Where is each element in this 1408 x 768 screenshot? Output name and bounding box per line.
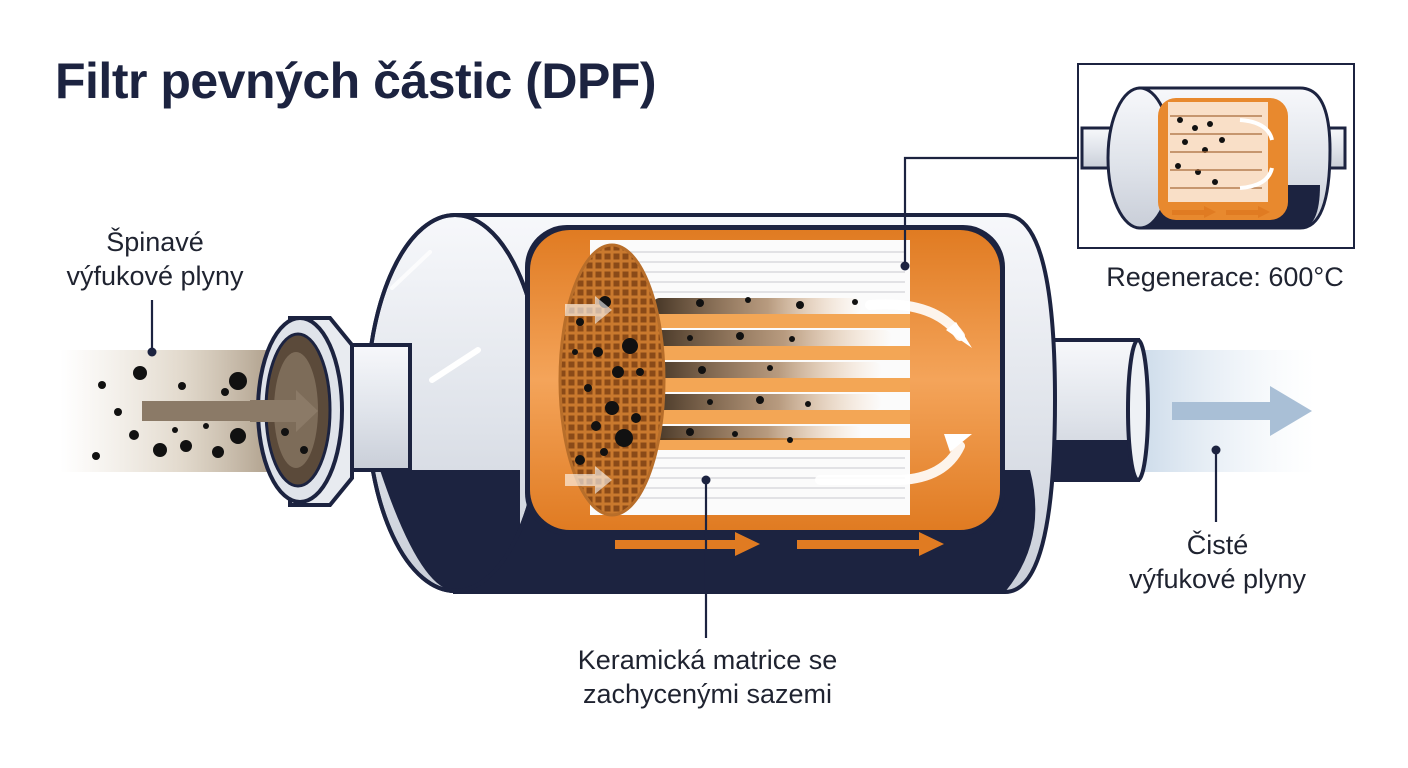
bottom-flow-arrows-outer: [615, 532, 944, 556]
regeneration-label: Regenerace: 600°C: [1106, 262, 1344, 292]
clean-exhaust-stream: [1135, 350, 1315, 472]
clean-gas-label-line2: výfukové plyny: [1128, 564, 1307, 594]
soot-particles-inlet: [92, 366, 247, 460]
dirty-gas-label-line1: Špinavé: [106, 227, 204, 257]
dirty-gas-label: Špinavé výfukové plyny: [30, 225, 280, 293]
inflow-arrows: [565, 296, 612, 494]
inlet-pipe: [250, 316, 412, 507]
cutaway-interior: [525, 225, 1005, 556]
trapped-soot: [572, 296, 858, 465]
ceramic-matrix-label: Keramická matrice se zachycenými sazemi: [535, 643, 880, 711]
soot-channels: [652, 298, 892, 440]
regeneration-inset: [1077, 63, 1355, 249]
page-title: Filtr pevných částic (DPF): [55, 53, 657, 109]
clean-gas-label: Čisté výfukové plyny: [1095, 528, 1340, 596]
clean-gas-label-line1: Čisté: [1186, 530, 1249, 560]
callout-dots: [147, 261, 1221, 485]
callout-lines: [150, 156, 1218, 638]
ceramic-matrix-label-line1: Keramická matrice se: [577, 645, 838, 675]
dirty-gas-label-line2: výfukové plyny: [66, 261, 244, 291]
ceramic-matrix-label-line2: zachycenými sazemi: [582, 679, 833, 709]
